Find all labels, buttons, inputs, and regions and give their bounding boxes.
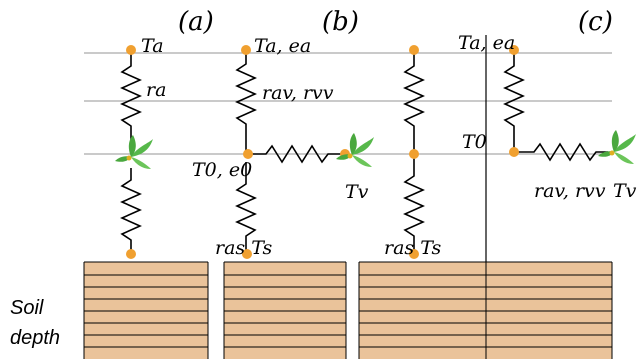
panel-c-air-label: Ta, ea (458, 32, 515, 54)
panel-a-resistance-label: ra (146, 79, 166, 101)
panel-b-soil-node (242, 249, 252, 259)
panel-b-upper-resistor (235, 50, 257, 154)
panel-b-canopy-label: T0, e0 (192, 159, 252, 181)
panel-c-right-top-node (509, 45, 519, 55)
panel-a-lower-resistor (120, 168, 142, 254)
panel-c-right-network (503, 50, 608, 162)
panel-b-soil-label: ras Ts (215, 237, 272, 259)
panel-a-vegetation-icon (115, 135, 153, 169)
panel-c-title: (c) (578, 7, 613, 37)
panel-a-top-node (126, 45, 136, 55)
panel-a-network (120, 50, 142, 254)
panel-a-upper-resistor (120, 50, 142, 146)
panel-c-soil-label: ras Ts (384, 237, 441, 259)
panel-b-canopy-node (243, 149, 253, 159)
panel-b-air-label: Ta, ea (254, 35, 311, 57)
panel-a-bottom-node (126, 249, 136, 259)
panel-c-canopy-temperature-label: T0 (462, 131, 487, 153)
panel-c-resistance-label: rav, rvv (534, 180, 606, 202)
panel-c-right-canopy-node (509, 147, 519, 157)
panel-b-title: (b) (322, 7, 359, 37)
panel-c-vegetation-temperature-label: Tv (613, 180, 637, 202)
panel-c-upper-resistor (403, 50, 425, 154)
panel-b-resistance-label: rav, rvv (262, 82, 334, 104)
panel-c-vegetation-resistor (518, 142, 608, 162)
panel-c-middle-node (409, 149, 419, 159)
soil-layers (83, 261, 613, 359)
soil-label-line-2: depth (10, 327, 60, 349)
soil-label-line-1: Soil (10, 297, 44, 319)
panel-a-air-temperature-label: Ta (141, 35, 164, 57)
panel-b-vegetation-resistor (250, 144, 344, 164)
panel-b-lower-resistor (235, 162, 257, 252)
panel-a-title: (a) (178, 7, 214, 37)
panel-c-lower-resistor (403, 154, 425, 252)
panel-b-network (235, 50, 344, 252)
panel-b-top-node (241, 45, 251, 55)
reference-lines (84, 52, 612, 155)
panel-c-vegetation-icon (598, 130, 636, 164)
panel-c-soil-node (409, 249, 419, 259)
panel-b-vegetation-icon (336, 133, 374, 167)
panel-c-top-node (409, 45, 419, 55)
panel-c-left-network (403, 50, 425, 252)
panel-b-vegetation-temperature-label: Tv (345, 181, 369, 203)
panel-c-right-resistor (503, 50, 525, 152)
